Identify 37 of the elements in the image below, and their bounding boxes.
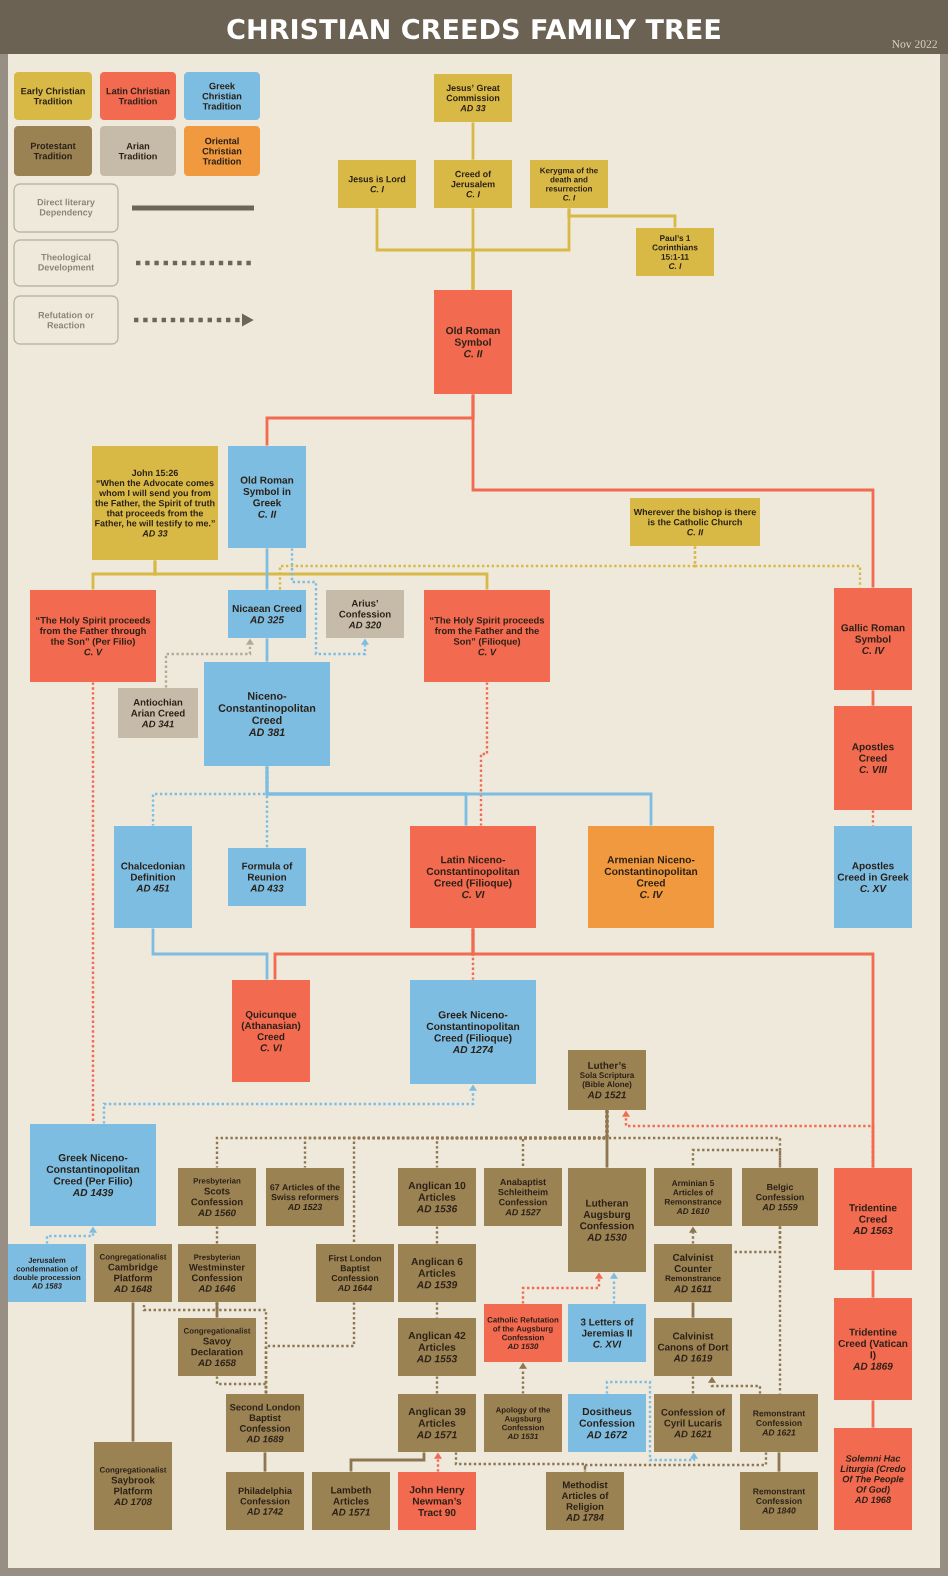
dotted-line (479, 682, 489, 826)
connector-line (153, 560, 489, 590)
connector-line (349, 1452, 426, 1472)
dotted-line (691, 1376, 695, 1394)
dotted-line (91, 682, 95, 1124)
connector-line (151, 928, 269, 980)
connector-line (471, 122, 475, 160)
connector-line (265, 766, 653, 826)
connector-line (777, 1452, 781, 1472)
connector-line (265, 548, 269, 590)
dotted-line (871, 810, 875, 826)
dotted-line (215, 1226, 219, 1244)
dotted-line (264, 1302, 356, 1394)
connector-line (471, 394, 875, 588)
dotted-line (215, 1376, 268, 1394)
connector-line (265, 638, 269, 662)
connector-line (215, 1302, 219, 1318)
connector-line (263, 1452, 267, 1472)
dotted-line (605, 1110, 782, 1168)
connector-line (471, 928, 875, 1168)
connector-line (567, 208, 677, 228)
dotted-line (142, 1302, 219, 1312)
connector-line (871, 690, 875, 706)
dotted-line (691, 1148, 782, 1168)
title: CHRISTIAN CREEDS FAMILY TREE (227, 18, 720, 40)
connector-line (691, 1302, 695, 1318)
connector-line (605, 1110, 609, 1168)
connector-line (131, 1302, 135, 1442)
dotted-line (435, 1302, 439, 1318)
dotted-line (435, 1226, 439, 1244)
connector-line (871, 1270, 875, 1298)
dotted-line (454, 1452, 587, 1472)
connector-line (871, 1400, 875, 1428)
dotted-line (583, 1452, 768, 1472)
dotted-line (435, 1376, 439, 1394)
dotted-line (778, 1226, 782, 1394)
dotted-line (693, 546, 862, 588)
